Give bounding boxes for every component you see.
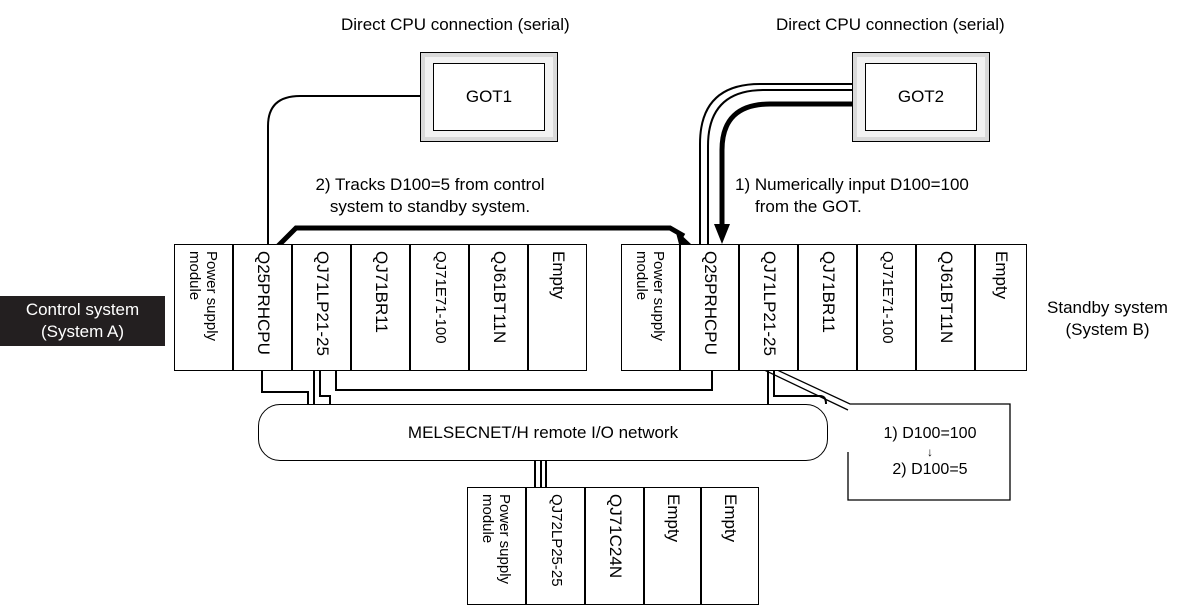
input-annotation-line2: from the GOT. [755, 197, 862, 216]
remote-empty-slot-1: Empty [644, 487, 701, 605]
remote-power-supply-module: Power supply module [467, 487, 526, 605]
control-br11-module: QJ71BR11 [351, 244, 410, 371]
control-ps-line1: Power supply [202, 251, 220, 342]
got2-cable-inner [707, 89, 852, 248]
control-lp21-module: QJ71LP21-25 [292, 244, 351, 371]
control-system-label: Control system (System A) [0, 296, 165, 346]
callout-leader [729, 347, 1011, 501]
standby-ps-line2: module [632, 251, 650, 301]
control-cpu-module: Q25PRHCPU [233, 244, 292, 371]
standby-power-supply-module: Power supply module [621, 244, 680, 371]
remote-ps-line2: module [478, 494, 496, 544]
callout-line1: 1) D100=100 [883, 425, 977, 442]
got1-caption: Direct CPU connection (serial) [341, 15, 570, 34]
input-arrow-head [714, 224, 730, 244]
control-system-line2: (System A) [40, 322, 125, 341]
remote-ps-line1: Power supply [495, 494, 513, 585]
remote-empty-slot-2: Empty [701, 487, 759, 605]
remote-lp25-module: QJ72LP25-25 [526, 487, 585, 605]
callout-leader-2 [759, 367, 849, 411]
control-bus-lp21-b [319, 370, 331, 404]
control-system-line1: Control system [25, 300, 140, 319]
standby-lp21-module: QJ71LP21-25 [739, 244, 798, 371]
tracking-callout: 1) D100=100 ↓ 2) D100=5 [852, 424, 1008, 480]
standby-e71-module: QJ71E71-100 [857, 244, 916, 371]
remote-io-network: MELSECNET/H remote I/O network [258, 404, 828, 461]
standby-br11-module: QJ71BR11 [798, 244, 857, 371]
tracking-annotation-line1: 2) Tracks D100=5 from control [315, 175, 545, 194]
got2-panel: GOT2 [852, 52, 990, 142]
standby-system-label: Standby system (System B) [1030, 297, 1185, 341]
callout-arrow: ↓ [927, 445, 933, 459]
remote-c24n-module: QJ71C24N [585, 487, 644, 605]
control-bus-cpu [261, 370, 309, 404]
standby-ps-line1: Power supply [649, 251, 667, 342]
control-empty-slot: Empty [528, 244, 587, 371]
control-ps-line2: module [185, 251, 203, 301]
network-label: MELSECNET/H remote I/O network [407, 422, 679, 442]
got1-screen: GOT1 [433, 63, 545, 131]
control-bus-tracking [335, 370, 713, 391]
standby-system-line1: Standby system [1047, 298, 1168, 317]
got2-label: GOT2 [897, 87, 945, 106]
standby-bt11n-module: QJ61BT11N [916, 244, 975, 371]
callout-line2: 2) D100=5 [892, 461, 968, 478]
tracking-annotation: 2) Tracks D100=5 from control system to … [280, 174, 580, 218]
standby-cpu-module: Q25PRHCPU [680, 244, 739, 371]
got2-caption: Direct CPU connection (serial) [776, 15, 1005, 34]
control-bt11n-module: QJ61BT11N [469, 244, 528, 371]
input-annotation-line1: 1) Numerically input D100=100 [735, 175, 969, 194]
got1-label: GOT1 [465, 87, 513, 106]
control-e71-module: QJ71E71-100 [410, 244, 469, 371]
control-power-supply-module: Power supply module [174, 244, 233, 371]
got1-cable [267, 95, 420, 248]
got2-screen: GOT2 [865, 63, 977, 131]
standby-system-line2: (System B) [1065, 320, 1150, 339]
input-annotation: 1) Numerically input D100=100 from the G… [735, 174, 969, 218]
got2-cable-outer [699, 83, 852, 248]
got1-panel: GOT1 [420, 52, 558, 142]
input-arrow [719, 101, 852, 226]
tracking-annotation-line2: system to standby system. [329, 197, 531, 216]
tracking-arrow-head [675, 229, 692, 248]
standby-empty-slot: Empty [975, 244, 1027, 371]
